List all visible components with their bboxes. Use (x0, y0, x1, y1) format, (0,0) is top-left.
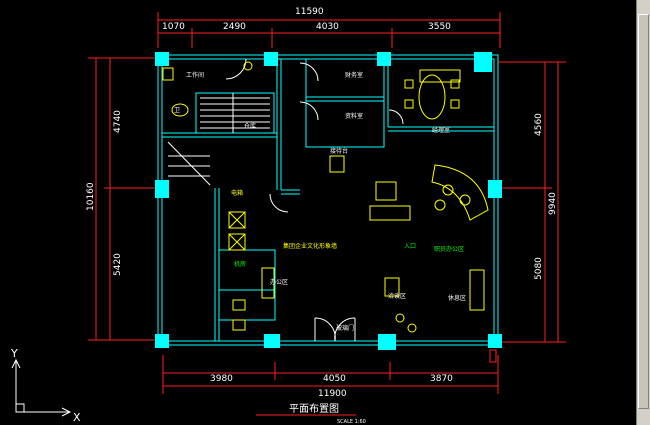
dim-bottom-total: 11900 (318, 389, 347, 399)
door-swings (225, 58, 404, 342)
label-office-area: 办公区 (270, 278, 288, 286)
cad-drawing-canvas[interactable]: 11590 1070 2490 4030 3550 4740 5420 1016… (0, 0, 636, 425)
label-staff-office: 职员办公区 (434, 245, 464, 253)
dim-left-seg-1: 4740 (113, 110, 123, 133)
dim-right-seg-1: 4560 (534, 113, 544, 136)
drawing-title: 平面布置图 (289, 403, 339, 415)
dim-top-seg-1: 1070 (162, 22, 185, 32)
top-dimension-chain (157, 12, 501, 48)
ucs-x-label: X (73, 411, 81, 424)
label-entrance: 入口 (404, 243, 416, 250)
label-workroom: 工作间 (186, 71, 204, 79)
dim-bottom-seg-1: 3980 (210, 374, 233, 384)
dim-left-seg-2: 5420 (113, 253, 123, 276)
scrollbar-thumb[interactable] (638, 14, 649, 409)
scale-label: SCALE 1:60 (337, 419, 366, 425)
dim-right-seg-2: 5080 (534, 257, 544, 280)
ucs-icon (11, 358, 72, 417)
dim-top-seg-2: 2490 (223, 22, 246, 32)
label-finance: 财务室 (345, 71, 363, 79)
corner-marker (489, 349, 497, 363)
label-meeting: 洽谈区 (388, 292, 406, 300)
vertical-scrollbar[interactable] (636, 0, 650, 425)
label-manager: 经理室 (432, 126, 450, 134)
interior-walls (162, 58, 494, 341)
dim-top-seg-3: 4030 (316, 22, 339, 32)
dim-top-seg-4: 3550 (428, 22, 451, 32)
label-entry-door: 玻璃门 (336, 324, 354, 332)
dim-left-total: 10160 (86, 182, 96, 211)
dim-bottom-seg-3: 3870 (430, 374, 453, 384)
bottom-dimension-chain (162, 355, 499, 394)
pillars (155, 52, 502, 350)
right-dimension-chain (498, 61, 566, 343)
furniture (162, 61, 489, 333)
dim-right-total: 9940 (548, 192, 558, 215)
label-reception: 接待台 (330, 147, 348, 155)
label-lounge: 休息区 (448, 294, 466, 302)
label-info-wall: 集团企业文化形象墙 (283, 242, 337, 250)
staircase (167, 93, 270, 186)
label-electrical: 电箱 (231, 189, 243, 197)
label-restroom: 卫 (174, 107, 180, 114)
label-server: 机房 (234, 260, 246, 268)
left-dimension-chain (88, 57, 155, 341)
ucs-y-label: Y (10, 347, 18, 360)
label-storage: 仓库 (244, 122, 256, 130)
label-archive: 资料室 (345, 112, 363, 120)
dim-top-total: 11590 (295, 7, 324, 17)
dim-bottom-seg-2: 4050 (323, 374, 346, 384)
